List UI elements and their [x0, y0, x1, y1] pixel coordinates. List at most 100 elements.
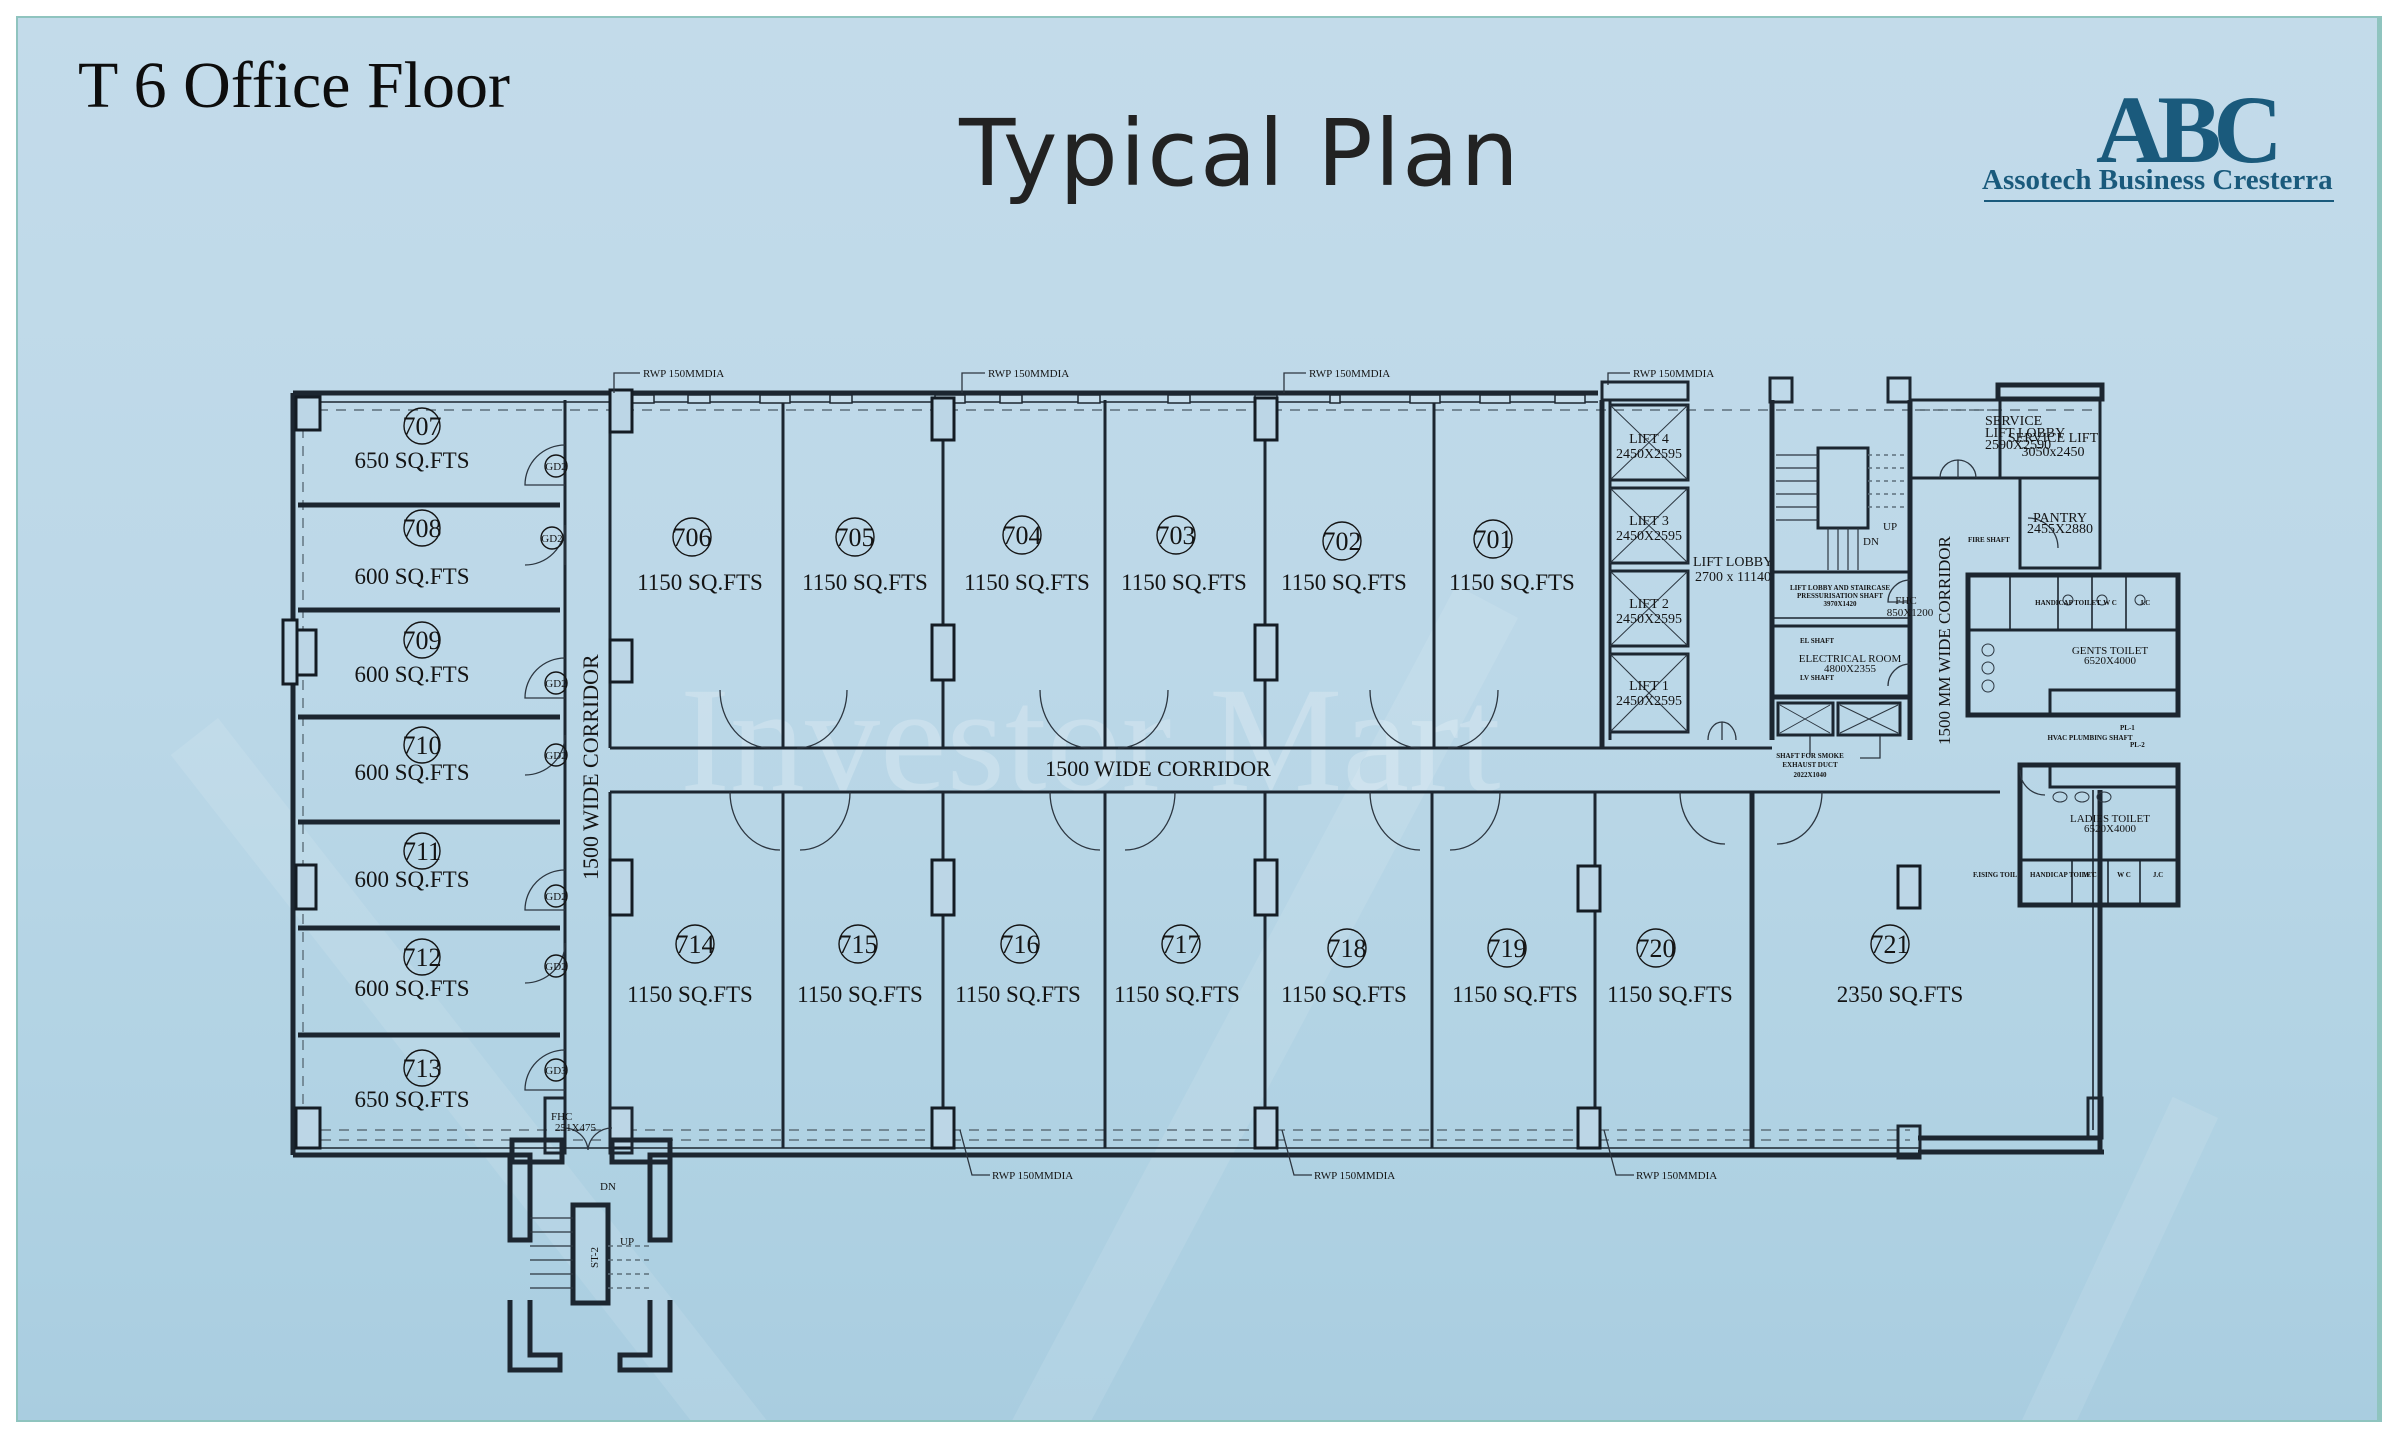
stair-2-dn-label: DN [600, 1181, 616, 1193]
svg-text:J.C: J.C [2153, 871, 2163, 879]
unit-713[interactable]: 713 650 SQ.FTS GD3 [354, 1049, 568, 1112]
gents-toilet-label: GENTS TOILET [2072, 645, 2149, 657]
unit-714[interactable]: 714 1150 SQ.FTS [627, 924, 753, 1007]
electrical-room-label: ELECTRICAL ROOM [1799, 653, 1902, 665]
unit-705[interactable]: 705 1150 SQ.FTS [802, 517, 928, 595]
svg-text:4800X2355: 4800X2355 [1824, 663, 1876, 675]
unit-703[interactable]: 703 1150 SQ.FTS [1121, 515, 1247, 595]
svg-text:1150 SQ.FTS: 1150 SQ.FTS [1449, 570, 1575, 595]
svg-text:3050x2450: 3050x2450 [2022, 445, 2085, 460]
unit-702[interactable]: 702 1150 SQ.FTS [1281, 521, 1407, 595]
svg-text:708: 708 [403, 514, 442, 543]
svg-text:1150 SQ.FTS: 1150 SQ.FTS [1607, 982, 1733, 1007]
unit-720[interactable]: 720 1150 SQ.FTS [1607, 928, 1733, 1007]
svg-text:RWP 150MMDIA: RWP 150MMDIA [1314, 1170, 1395, 1182]
unit-704[interactable]: 704 1150 SQ.FTS [964, 515, 1090, 595]
logo-company-name: Assotech Business Cresterra [1982, 164, 2333, 196]
svg-text:2590X2590: 2590X2590 [1985, 438, 2051, 453]
unit-709[interactable]: 709 600 SQ.FTS GD2 [354, 621, 568, 695]
svg-text:RWP 150MMDIA: RWP 150MMDIA [1309, 368, 1390, 380]
service-lift-label: SERVICE LIFT [2008, 431, 2099, 446]
lift-2-label: LIFT 2 [1629, 597, 1669, 612]
svg-text:718: 718 [1328, 934, 1367, 963]
svg-text:715: 715 [839, 930, 878, 959]
svg-text:707: 707 [403, 412, 442, 441]
stair-core [1768, 376, 1913, 740]
svg-text:701: 701 [1474, 525, 1513, 554]
svg-text:J.C: J.C [2140, 599, 2150, 607]
plan-title: Typical Plan [959, 100, 1521, 207]
unit-710[interactable]: 710 600 SQ.FTS GD2 [354, 726, 568, 785]
svg-text:W C: W C [2103, 599, 2117, 607]
main-corridor-label: 1500 WIDE CORRIDOR [1045, 756, 1271, 781]
svg-text:LIFT LOBBY: LIFT LOBBY [1985, 426, 2065, 441]
unit-701[interactable]: 701 1150 SQ.FTS [1449, 519, 1575, 595]
fhc-label: FHC [1895, 595, 1916, 607]
svg-text:2350 SQ.FTS: 2350 SQ.FTS [1837, 982, 1964, 1007]
unit-706[interactable]: 706 1150 SQ.FTS [637, 517, 763, 595]
svg-text:2450X2595: 2450X2595 [1616, 447, 1682, 462]
svg-text:719: 719 [1488, 934, 1527, 963]
svg-text:6520X4000: 6520X4000 [2084, 823, 2136, 835]
left-units [281, 395, 567, 1150]
svg-text:RWP 150MMDIA: RWP 150MMDIA [1636, 1170, 1717, 1182]
svg-text:1150 SQ.FTS: 1150 SQ.FTS [1281, 570, 1407, 595]
svg-text:3970X1420: 3970X1420 [1823, 600, 1857, 608]
svg-text:702: 702 [1323, 527, 1362, 556]
svg-text:W C: W C [2117, 871, 2131, 879]
unit-711[interactable]: 711 600 SQ.FTS GD2 [354, 832, 568, 908]
svg-text:2450X2595: 2450X2595 [1616, 694, 1682, 709]
svg-text:1150 SQ.FTS: 1150 SQ.FTS [797, 982, 923, 1007]
svg-text:EXHAUST DUCT: EXHAUST DUCT [1782, 761, 1838, 769]
unit-712[interactable]: 712 600 SQ.FTS GD2 [354, 938, 568, 1001]
svg-text:RWP 150MMDIA: RWP 150MMDIA [992, 1170, 1073, 1182]
svg-text:712: 712 [403, 943, 442, 972]
unit-721[interactable]: 721 2350 SQ.FTS [1837, 924, 1964, 1007]
lift-4-label: LIFT 4 [1629, 432, 1669, 447]
svg-text:600 SQ.FTS: 600 SQ.FTS [354, 867, 469, 892]
svg-text:GD2: GD2 [545, 891, 566, 903]
svg-text:1150 SQ.FTS: 1150 SQ.FTS [955, 982, 1081, 1007]
svg-text:EL SHAFT: EL SHAFT [1800, 637, 1834, 645]
unit-707[interactable]: 707 650 SQ.FTS GD2 [354, 407, 568, 478]
unit-716[interactable]: 716 1150 SQ.FTS [955, 924, 1081, 1007]
service-lift-lobby-label: SERVICE [1985, 414, 2042, 429]
svg-text:1150 SQ.FTS: 1150 SQ.FTS [802, 570, 928, 595]
svg-text:2455X2880: 2455X2880 [2027, 522, 2093, 537]
bottom-units-walls [608, 790, 2000, 1150]
unit-718[interactable]: 718 1150 SQ.FTS [1281, 928, 1407, 1007]
svg-text:600 SQ.FTS: 600 SQ.FTS [354, 760, 469, 785]
svg-text:2022X1040: 2022X1040 [1793, 771, 1827, 779]
unit-708[interactable]: 708 600 SQ.FTS GD2 [354, 509, 564, 589]
svg-text:1150 SQ.FTS: 1150 SQ.FTS [964, 570, 1090, 595]
logo-underline [1984, 200, 2334, 202]
svg-text:705: 705 [836, 523, 875, 552]
unit-715[interactable]: 715 1150 SQ.FTS [797, 924, 923, 1007]
svg-text:600 SQ.FTS: 600 SQ.FTS [354, 976, 469, 1001]
svg-text:HANDICAP TOILET: HANDICAP TOILET [2030, 871, 2096, 879]
svg-text:HVAC PLUMBING SHAFT: HVAC PLUMBING SHAFT [2047, 734, 2132, 742]
stair-2-up-label: UP [620, 1236, 634, 1248]
svg-text:GD2: GD2 [541, 533, 562, 545]
svg-text:709: 709 [403, 626, 442, 655]
svg-text:703: 703 [1157, 521, 1196, 550]
svg-text:706: 706 [673, 523, 712, 552]
svg-text:RWP 150MMDIA: RWP 150MMDIA [643, 368, 724, 380]
svg-text:RWP 150MMDIA: RWP 150MMDIA [1633, 368, 1714, 380]
unit-717[interactable]: 717 1150 SQ.FTS [1114, 924, 1240, 1007]
svg-text:GD2: GD2 [545, 461, 566, 473]
unit-719[interactable]: 719 1150 SQ.FTS [1452, 928, 1578, 1007]
svg-text:704: 704 [1003, 521, 1042, 550]
svg-text:710: 710 [403, 731, 442, 760]
svg-text:GD3: GD3 [545, 1065, 567, 1077]
svg-text:W C: W C [2083, 871, 2097, 879]
svg-text:717: 717 [1162, 930, 1201, 959]
logo-mark: ABC [2096, 76, 2283, 183]
svg-text:850X1200: 850X1200 [1887, 607, 1934, 619]
smoke-shaft-label: SHAFT FOR SMOKE [1776, 752, 1844, 760]
stair-up-label: UP [1883, 521, 1897, 533]
svg-text:PRESSURISATION SHAFT: PRESSURISATION SHAFT [1797, 592, 1883, 600]
svg-text:1150 SQ.FTS: 1150 SQ.FTS [627, 982, 753, 1007]
svg-text:2450X2595: 2450X2595 [1616, 612, 1682, 627]
watermark: Investor Mart [680, 657, 1501, 823]
